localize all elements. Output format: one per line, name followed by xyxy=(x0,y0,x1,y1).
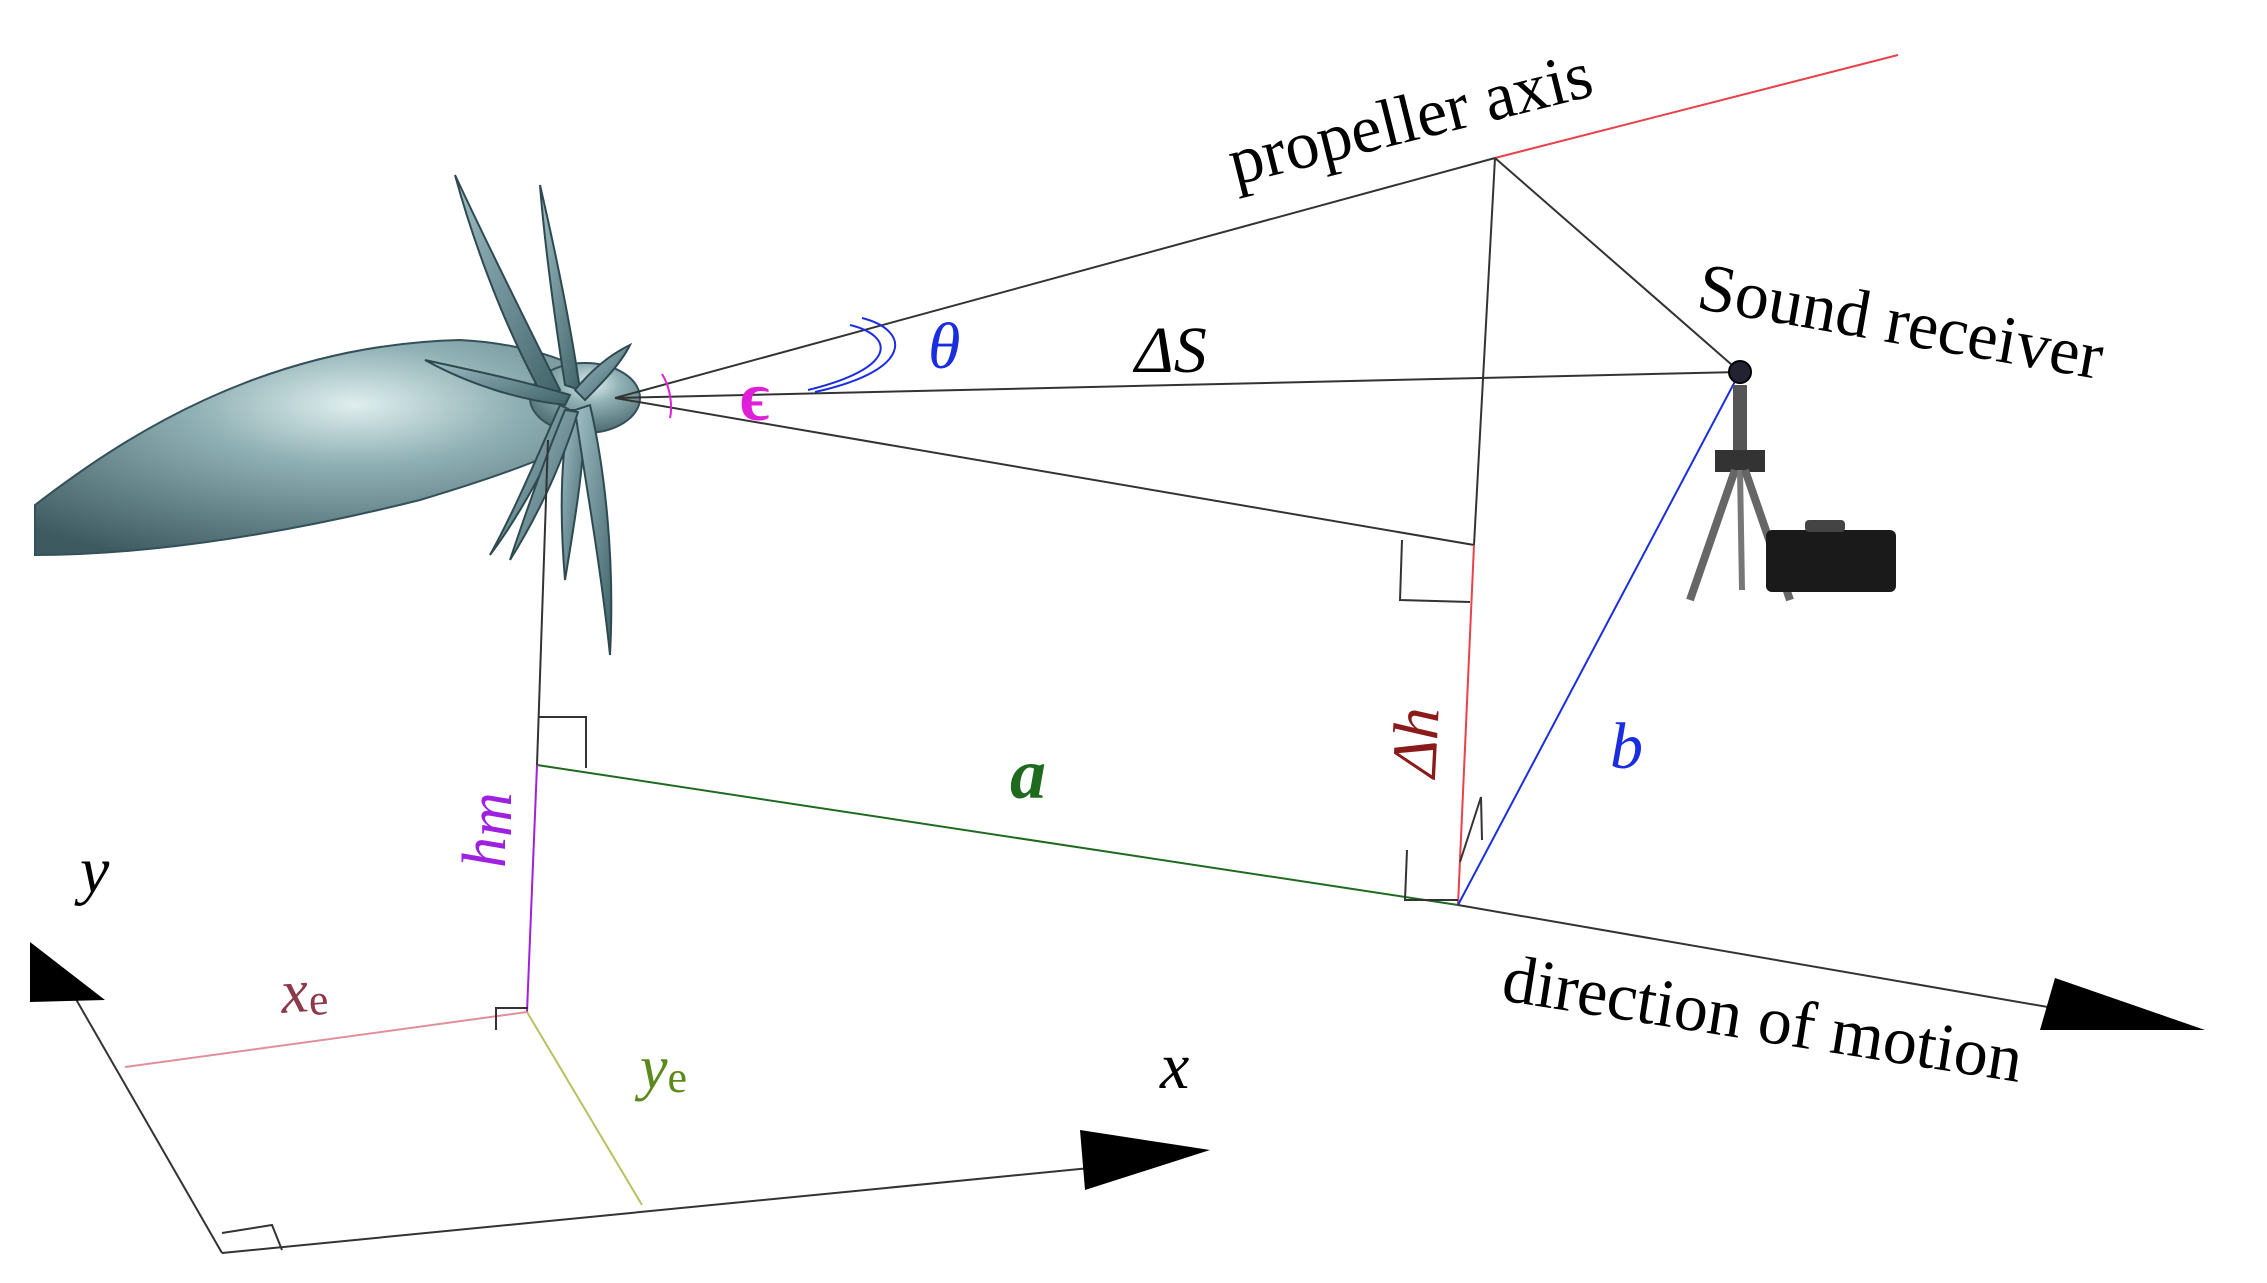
propeller-axis-line xyxy=(614,157,1496,399)
b-label: b xyxy=(1610,710,1643,783)
b-line xyxy=(1457,371,1741,906)
svg-text:hm: hm xyxy=(451,792,525,868)
a-label: a xyxy=(1010,734,1046,814)
y-axis-label: y xyxy=(74,834,110,907)
right-angle-marker-propeller xyxy=(538,716,587,768)
delta-h-line xyxy=(1457,544,1475,906)
y-e-label: ye xyxy=(634,1034,687,1102)
y-axis-line xyxy=(57,967,223,1254)
arrowheads xyxy=(30,942,2205,1190)
h-m-label-sub: m xyxy=(457,792,525,837)
h-m-label-base: h xyxy=(451,837,519,868)
direction-of-motion-label: direction of motion xyxy=(1498,940,2028,1097)
tripod-leg-left xyxy=(1686,468,1739,602)
y-e-label-sub: e xyxy=(668,1053,688,1102)
motion-direction-line xyxy=(1457,904,2066,1011)
x-e-label-base: x xyxy=(277,957,311,1027)
direction-arrowhead xyxy=(2040,978,2205,1030)
x-axis-line xyxy=(221,1167,1091,1254)
x-axis-arrowhead xyxy=(1080,1130,1210,1190)
y-axis-arrowhead xyxy=(30,942,105,1002)
x-e-line xyxy=(124,1011,528,1068)
delta-s-label: ΔS xyxy=(1132,314,1207,387)
angle-arcs xyxy=(661,317,897,419)
right-angle-marker-a-end xyxy=(1403,849,1458,901)
right-angle-marker-b xyxy=(1459,796,1483,863)
microphone-icon xyxy=(1728,360,1752,384)
x-e-label-sub: e xyxy=(307,975,330,1025)
y-e-label-base: y xyxy=(634,1034,668,1102)
theta-arc-inner xyxy=(807,324,882,391)
a-line xyxy=(536,764,1459,906)
right-angle-marker-origin xyxy=(221,1223,283,1251)
right-angle-marker-upper xyxy=(1398,539,1471,603)
sound-receiver-illustration xyxy=(1686,360,1896,602)
right-angle-markers xyxy=(221,539,1483,1251)
sound-receiver-label: Sound receiver xyxy=(1692,248,2109,394)
delta-s-line xyxy=(614,371,1741,399)
theta-label: θ xyxy=(928,310,960,383)
propeller-vertical-line xyxy=(536,439,549,766)
propeller-blades xyxy=(424,174,633,656)
geometry-lines xyxy=(57,54,2066,1254)
vertical-drop-from-axis xyxy=(1473,157,1496,546)
tripod-mount xyxy=(1715,450,1765,472)
propeller-axis-extension xyxy=(1494,54,1899,159)
equipment-case xyxy=(1766,530,1896,592)
x-e-label: xe xyxy=(277,956,330,1027)
h-m-line xyxy=(526,764,538,1013)
h-m-label: hm xyxy=(451,792,525,868)
x-axis-label: x xyxy=(1159,1030,1189,1103)
lower-projection-line xyxy=(614,397,1475,546)
tripod-head xyxy=(1733,385,1747,455)
propeller-axis-label: propeller axis xyxy=(1220,36,1599,200)
delta-h-label: Δh xyxy=(1378,706,1453,782)
tripod-leg-center xyxy=(1737,469,1745,591)
epsilon-label: ϵ xyxy=(740,359,769,436)
equipment-case-handle xyxy=(1805,520,1845,532)
epsilon-arc xyxy=(661,373,672,419)
propeller-nacelle-illustration xyxy=(34,174,641,656)
theta-arc-outer xyxy=(814,317,897,393)
right-angle-marker-hm xyxy=(495,1007,528,1030)
y-e-line xyxy=(526,1011,643,1206)
axis-to-receiver-line xyxy=(1494,157,1741,373)
